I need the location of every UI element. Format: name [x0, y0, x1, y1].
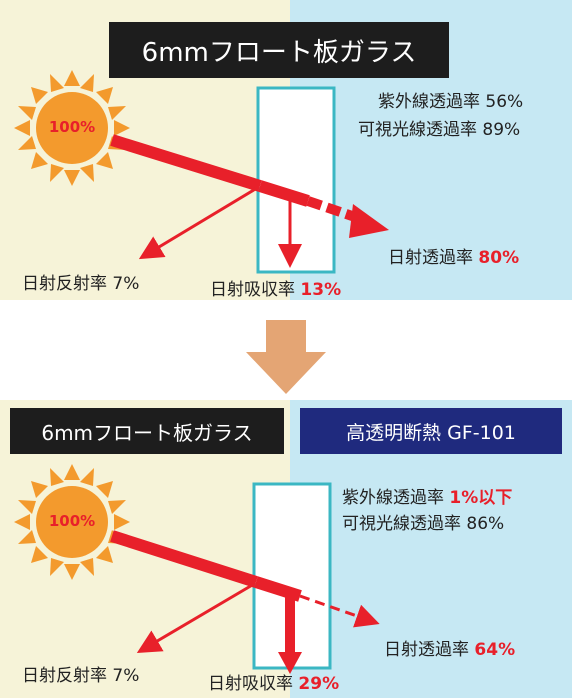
bottom-title-left: 6mmフロート板ガラス — [41, 420, 253, 445]
bottom-vis-value: 86% — [466, 514, 505, 534]
top-sun-icon — [14, 70, 130, 186]
bottom-reflect-arrow — [136, 582, 255, 654]
top-reflect-arrow — [138, 186, 258, 260]
bottom-absorb-label: 日射吸収率 — [208, 674, 293, 694]
top-trans-label: 日射透過率 — [388, 248, 473, 268]
bottom-sun-icon — [14, 464, 130, 580]
bottom-absorb-value: 29% — [298, 674, 340, 694]
top-panel — [0, 0, 572, 300]
top-vis-value: 89% — [482, 120, 521, 140]
top-uv-row: 紫外線透過率 56% — [378, 94, 523, 111]
bottom-uv-value: 1%以下 — [449, 488, 513, 508]
top-vis-row: 可視光線透過率 89% — [358, 122, 520, 139]
top-incident-arrow — [110, 134, 262, 192]
bottom-absorb-row: 日射吸収率 29% — [208, 676, 339, 693]
top-reflect-value: 7% — [112, 274, 140, 294]
top-vis-label: 可視光線透過率 — [358, 120, 477, 140]
top-glass-pane — [256, 86, 336, 274]
top-absorb-row: 日射吸収率 13% — [210, 282, 341, 299]
bottom-title-right: 高透明断熱 GF-101 — [346, 421, 516, 444]
bottom-panel — [0, 400, 572, 698]
down-arrow-icon — [246, 320, 326, 394]
bottom-incident-arrow — [110, 530, 258, 588]
top-uv-label: 紫外線透過率 — [378, 92, 480, 112]
top-sun-label: 100% — [48, 118, 96, 136]
bottom-uv-label: 紫外線透過率 — [342, 488, 444, 508]
bottom-vis-label: 可視光線透過率 — [342, 514, 461, 534]
top-absorb-label: 日射吸収率 — [210, 280, 295, 300]
bottom-transmit-arrow-dashed — [299, 594, 380, 628]
bottom-reflect-value: 7% — [112, 666, 140, 686]
top-reflect-row: 日射反射率 7% — [22, 276, 139, 293]
top-title: 6mmフロート板ガラス — [141, 37, 417, 68]
bottom-trans-label: 日射透過率 — [384, 640, 469, 660]
bottom-uv-row: 紫外線透過率 1%以下 — [342, 490, 512, 507]
bottom-reflect-label: 日射反射率 — [22, 666, 107, 686]
bottom-trans-value: 64% — [474, 640, 516, 660]
top-trans-value: 80% — [478, 248, 520, 268]
top-trans-row: 日射透過率 80% — [388, 250, 519, 267]
top-transmit-arrowhead — [349, 204, 389, 238]
bottom-vis-row: 可視光線透過率 86% — [342, 516, 504, 533]
bottom-title-bar-left — [10, 408, 284, 454]
bottom-reflect-row: 日射反射率 7% — [22, 668, 139, 685]
top-uv-value: 56% — [485, 92, 524, 112]
bottom-absorb-arrowhead — [278, 652, 302, 674]
bottom-title-bar-right — [300, 408, 562, 454]
top-reflect-label: 日射反射率 — [22, 274, 107, 294]
bottom-sun-label: 100% — [48, 512, 96, 530]
top-transmit-arrow-inside — [258, 180, 310, 207]
top-absorb-value: 13% — [300, 280, 342, 300]
top-title-bar — [109, 22, 449, 78]
bottom-trans-row: 日射透過率 64% — [384, 642, 515, 659]
